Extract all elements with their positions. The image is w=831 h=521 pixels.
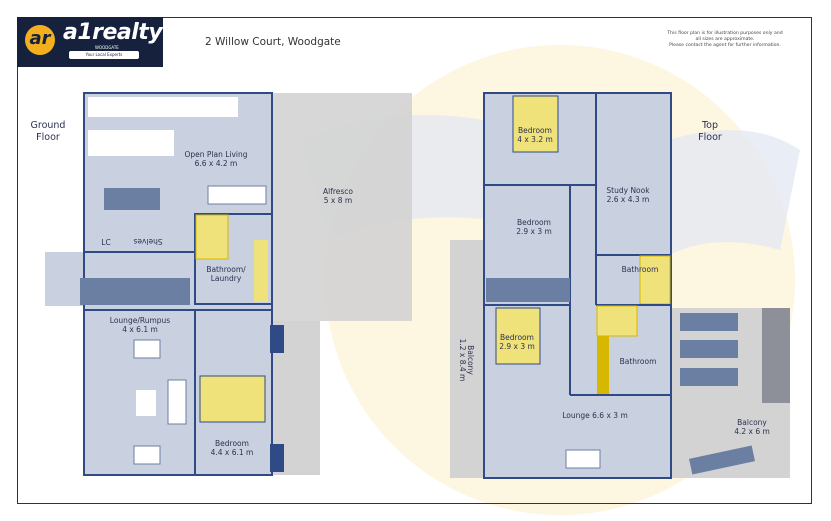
door-panel [270,444,284,472]
bed [512,95,559,153]
stairs [486,278,570,302]
lounge-rumpus-size: 4 x 6.1 m [122,325,158,334]
lc-label: LC [101,238,110,247]
stairs [80,278,190,305]
door-panel [270,325,284,353]
property-address: 2 Willow Court, Woodgate [205,36,341,48]
laundry-bench [254,240,268,302]
entry [45,252,85,306]
bedroom1-label: Bedroom [518,126,552,135]
bathroom1-label: Bathroom [622,265,659,274]
bedroom3-label: Bedroom [500,333,534,342]
bedroom2-size: 2.9 x 3 m [516,227,552,236]
top-floor-plan: Top Floor Bedroom 4 x 3.2 m Study Nook 2… [450,92,790,479]
alfresco-size: 5 x 8 m [324,196,352,205]
bed [495,307,541,365]
lounge-rumpus-label: Lounge/Rumpus [110,316,170,325]
bathroom2-label: Bathroom [620,357,657,366]
bedroom1-size: 4 x 3.2 m [517,135,553,144]
living-size: 6.6 x 4.2 m [195,159,238,168]
living-label: Open Plan Living [184,150,247,159]
sofa [167,379,187,425]
disclaimer: This floor plan is for illustration purp… [640,31,810,49]
sun-lounger [680,340,738,358]
brand-logo[interactable]: ar a1realty WOODGATE Your Local Experts [17,17,163,67]
sun-lounger [680,313,738,331]
shelves-label: Shelves [133,237,162,246]
bed [199,375,266,423]
ground-bedroom-label: Bedroom [215,439,249,448]
sofa [565,449,601,469]
study-label: Study Nook [606,186,650,195]
bathroom-laundry-label-1: Bathroom/ [206,265,246,274]
ground-floor-plan: Ground Floor Open Plan Living 6.6 x 4.2 … [31,92,412,476]
disclaimer-line: Please contact the agent for further inf… [669,43,781,48]
kitchen-bench [88,97,238,117]
top-floor-title-line1: Top [701,120,718,131]
top-floor-title-line2: Floor [698,132,722,143]
bedroom3-size: 2.9 x 3 m [499,342,535,351]
ground-floor-title-line2: Floor [36,132,60,143]
watermark-swoosh [640,130,800,260]
ground-bedroom-size: 4.4 x 6.1 m [211,448,254,457]
study-size: 2.6 x 4.3 m [607,195,650,204]
logo-location: WOODGATE [95,45,119,50]
sun-lounger [689,445,755,475]
shower [195,214,229,260]
sun-lounger [680,368,738,386]
sofa [207,185,267,205]
armchair [133,445,161,465]
balcony-size: 4.2 x 6 m [734,427,770,436]
shower [596,305,638,337]
bathroom-laundry-label-2: Laundry [211,274,242,283]
dining-table [104,188,160,210]
disclaimer-line: This floor plan is for illustration purp… [667,31,783,36]
kitchen-island [88,130,174,156]
armchair [133,339,161,359]
alfresco-label: Alfresco [323,187,353,196]
top-lounge-label: Lounge 6.6 x 3 m [562,411,628,420]
side-balcony-size: 1.2 x 8.4 m [458,339,467,382]
ground-floor-title-line1: Ground [31,120,66,131]
logo-mark: ar [25,25,55,55]
balcony-label: Balcony [737,418,767,427]
alfresco-area [272,93,412,321]
side-balcony-label: Balcony [466,345,475,375]
logo-name: a1realty [63,20,163,45]
page-frame [17,17,812,504]
vanity [597,336,609,394]
logo-tagline: Your Local Experts [69,51,139,59]
bedroom2-label: Bedroom [517,218,551,227]
balcony-stairs [762,308,790,403]
side-balcony [450,240,484,478]
disclaimer-line: all sizes are approximate. [695,37,755,42]
coffee-table [136,390,156,416]
